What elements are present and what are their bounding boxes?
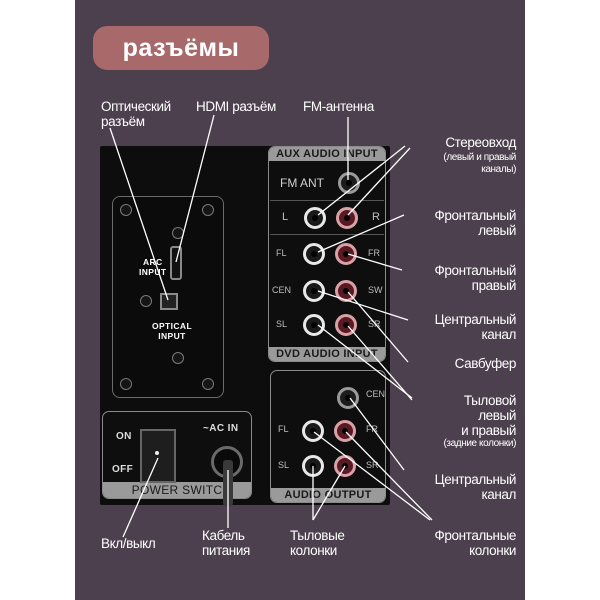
callout-stereo-in: Стереовход xyxy=(445,135,516,150)
callout-optical-line1: Оптический xyxy=(101,99,171,114)
callout-front-left-2: левый xyxy=(478,223,516,238)
dvd-cen-jack[interactable] xyxy=(303,280,325,302)
callout-cable-1: Кабель xyxy=(202,528,245,543)
screw-icon xyxy=(120,378,132,390)
callout-front-left-1: Фронтальный xyxy=(434,208,517,223)
callout-rear-2: левый xyxy=(478,408,516,423)
optical-label-2: INPUT xyxy=(158,331,186,341)
callout-cable: Кабель питания xyxy=(202,528,250,558)
callout-power: Вкл/выкл xyxy=(101,536,156,551)
callout-stereo-note-1: (левый и правый xyxy=(443,152,516,163)
jack-label-l: L xyxy=(282,211,289,223)
callout-optical: Оптический разъём xyxy=(101,99,171,129)
callout-stereo-note: (левый и правый каналы) xyxy=(398,152,516,176)
fm-ant-label: FM ANT xyxy=(280,176,324,190)
screw-icon xyxy=(202,204,214,216)
screw-icon xyxy=(202,378,214,390)
screw-icon xyxy=(172,352,184,364)
arc-input-label: ARC INPUT xyxy=(139,257,167,277)
jack-label-r: R xyxy=(372,211,380,223)
jack-label-sr: SR xyxy=(368,319,381,329)
callout-center-1: Центральный xyxy=(434,312,517,327)
power-switch[interactable] xyxy=(140,429,176,483)
callout-front-right-1: Фронтальный xyxy=(434,263,517,278)
callout-front-speakers: Фронтальные колонки xyxy=(398,528,517,558)
callout-front-speakers-2: колонки xyxy=(469,543,516,558)
on-label: ON xyxy=(116,431,132,442)
callout-rear-speakers-2: колонки xyxy=(290,543,337,558)
aux-right-jack[interactable] xyxy=(336,207,358,229)
arc-label-1: ARC xyxy=(142,257,163,267)
out-fl-jack[interactable] xyxy=(302,420,324,442)
callout-center-out-1: Центральный xyxy=(434,472,517,487)
callout-fm: FM-антенна xyxy=(303,99,374,114)
callout-center: Центральный канал xyxy=(398,312,517,342)
out-label-cen: CEN xyxy=(366,389,386,399)
callout-rear-speakers-1: Тыловые xyxy=(290,528,345,543)
callout-cable-2: питания xyxy=(202,543,250,558)
callout-hdmi: HDMI разъём xyxy=(196,99,276,114)
arc-label-2: INPUT xyxy=(139,267,167,277)
out-label-sr: SR xyxy=(366,460,379,470)
callout-rear-note: (задние колонки) xyxy=(443,438,516,449)
callout-rear: Тыловой левый и правый xyxy=(398,393,516,438)
screw-icon xyxy=(140,295,152,307)
callout-center-out: Центральный канал xyxy=(398,472,517,502)
jack-label-cen: CEN xyxy=(272,285,292,295)
jack-label-sl: SL xyxy=(276,319,288,329)
optical-label-1: OPTICAL xyxy=(151,321,193,331)
out-label-sl: SL xyxy=(278,460,290,470)
callout-front-left: Фронтальный левый xyxy=(398,208,517,238)
callout-rear-speakers: Тыловые колонки xyxy=(290,528,345,558)
aux-audio-input-label: AUX AUDIO INPUT xyxy=(269,147,385,161)
hdmi-port[interactable] xyxy=(170,246,182,280)
dvd-fl-jack[interactable] xyxy=(303,243,325,265)
input-panel: AUX AUDIO INPUT DVD AUDIO INPUT xyxy=(268,146,386,362)
callout-front-right: Фронтальный правый xyxy=(398,263,517,293)
callout-optical-line2: разъём xyxy=(101,114,145,129)
callout-stereo-note-2: каналы) xyxy=(481,164,516,175)
callout-rear-3: и правый xyxy=(461,423,516,438)
jack-label-sw: SW xyxy=(368,285,383,295)
callout-front-speakers-1: Фронтальные xyxy=(434,528,517,543)
off-label: OFF xyxy=(112,464,134,475)
divider xyxy=(270,200,384,201)
page-title: разъёмы xyxy=(93,26,269,70)
callout-center-2: канал xyxy=(481,327,516,342)
jack-label-fr: FR xyxy=(368,248,380,258)
callout-center-out-2: канал xyxy=(481,487,516,502)
optical-port[interactable] xyxy=(160,293,178,310)
callout-rear-1: Тыловой xyxy=(463,393,517,408)
screw-icon xyxy=(120,204,132,216)
callout-subwoofer: Савбуфер xyxy=(454,356,517,371)
power-led-icon xyxy=(155,451,159,455)
out-label-fl: FL xyxy=(278,424,289,434)
dvd-sl-jack[interactable] xyxy=(303,314,325,336)
jack-label-fl: FL xyxy=(276,248,287,258)
ac-in-label: ~AC IN xyxy=(203,423,239,434)
divider xyxy=(270,234,384,235)
callout-front-right-2: правый xyxy=(471,278,517,293)
optical-input-label: OPTICAL INPUT xyxy=(150,321,194,341)
power-switch-label: POWER SWITC xyxy=(103,482,251,498)
dvd-fr-jack[interactable] xyxy=(335,243,357,265)
out-label-fr: FR xyxy=(366,424,378,434)
